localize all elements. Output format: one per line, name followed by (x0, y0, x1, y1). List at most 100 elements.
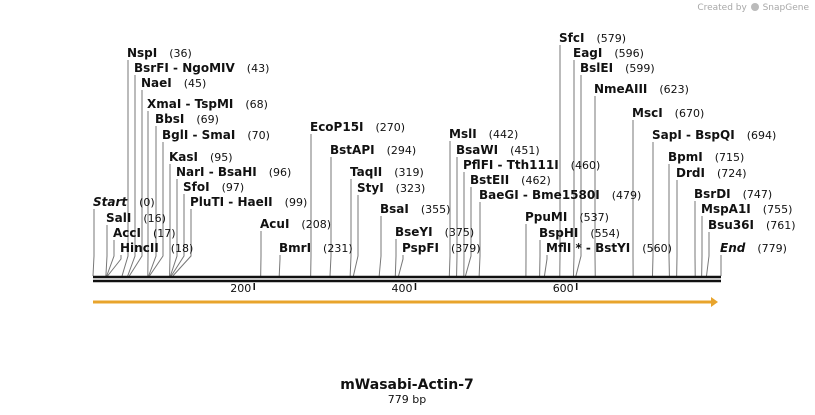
site-position: (761) (766, 219, 796, 232)
site-position: (16) (143, 212, 166, 225)
enzyme-name: SfoI (183, 180, 210, 194)
site-label: EcoP15I (270) (310, 120, 405, 134)
leader-line (464, 187, 472, 277)
credit-brand: SnapGene (762, 3, 809, 13)
enzyme-name: BsrFI - NgoMIV (134, 61, 235, 75)
site-label: SapI - BspQI (694) (652, 128, 776, 142)
enzyme-name: NarI - BsaHI (176, 165, 257, 179)
enzyme-name: HincII (120, 241, 159, 255)
site-position: (96) (269, 166, 292, 179)
site-position: (375) (445, 226, 475, 239)
site-position: (17) (153, 227, 176, 240)
site-label: SfcI(579) (559, 31, 626, 45)
site-label: NarI - BsaHI (96) (176, 165, 291, 179)
enzyme-name: End (720, 241, 746, 255)
site-position: (554) (590, 227, 620, 240)
site-label: BsaWI (451) (456, 143, 540, 157)
enzyme-name: BslEI (580, 61, 613, 75)
site-label: BsrFI - NgoMIV (43) (134, 61, 269, 75)
enzyme-name: NaeI (141, 76, 172, 90)
map-title: mWasabi-Actin-7 (340, 377, 474, 393)
leader-line (349, 179, 352, 277)
site-label: KasI(95) (169, 150, 233, 164)
site-position: (43) (247, 62, 270, 75)
site-label: BspHI(554) (539, 226, 620, 240)
site-label: EagI(596) (573, 46, 644, 60)
site-position: (747) (743, 188, 773, 201)
site-position: (231) (323, 242, 353, 255)
site-position: (623) (659, 83, 689, 96)
site-position: (45) (184, 77, 207, 90)
site-position: (479) (612, 189, 642, 202)
site-label: AcuI(208) (260, 217, 331, 231)
enzyme-name: BsaWI (456, 143, 498, 157)
leader-line (398, 255, 404, 277)
leader-line (172, 209, 192, 277)
leader-line (651, 142, 654, 277)
site-label: TaqII (319) (350, 165, 424, 179)
enzyme-name: PspFI (402, 241, 439, 255)
site-position: (18) (171, 242, 194, 255)
site-position: (462) (521, 174, 551, 187)
enzyme-name: SapI - BspQI (652, 128, 735, 142)
leader-line (148, 126, 157, 277)
site-position: (451) (510, 144, 540, 157)
site-position: (0) (139, 196, 155, 209)
leader-line (572, 60, 575, 277)
site-position: (270) (376, 121, 406, 134)
site-label: NmeAIII (623) (594, 82, 689, 96)
site-position: (694) (747, 129, 777, 142)
enzyme-name: TaqII (350, 165, 382, 179)
site-position: (294) (387, 144, 417, 157)
enzyme-name: MflI * - BstYI (546, 241, 630, 255)
site-position: (97) (222, 181, 245, 194)
site-label: DrdI (724) (676, 166, 747, 180)
site-position: (68) (245, 98, 268, 111)
site-label: MflI * - BstYI (560) (546, 241, 672, 255)
enzyme-name: BpmI (668, 150, 703, 164)
site-label: PpuMI(537) (525, 210, 609, 224)
site-label: HincII (18) (120, 241, 193, 255)
site-label: NspI(36) (127, 46, 192, 60)
site-position: (755) (763, 203, 793, 216)
site-position: (560) (642, 242, 672, 255)
site-position: (724) (717, 167, 747, 180)
leader-line (127, 75, 136, 277)
enzyme-name: PluTI - HaeII (190, 195, 273, 209)
site-position: (319) (394, 166, 424, 179)
enzyme-name: XmaI - TspMI (147, 97, 233, 111)
enzyme-name: BmrI (279, 241, 311, 255)
enzyme-name: BsaI (380, 202, 409, 216)
enzyme-name: Start (93, 195, 128, 209)
leader-line (149, 142, 164, 277)
map-length: 779 bp (388, 393, 426, 406)
ruler-tick-label: 600 (553, 282, 574, 295)
leader-line (92, 209, 95, 277)
site-label: PspFI (379) (402, 241, 481, 255)
enzyme-name: DrdI (676, 166, 705, 180)
site-label: NaeI (45) (141, 76, 206, 90)
enzyme-name: KasI (169, 150, 198, 164)
site-position: (355) (421, 203, 451, 216)
enzyme-name: EagI (573, 46, 602, 60)
leader-line (378, 216, 382, 277)
site-position: (69) (196, 113, 219, 126)
enzyme-name: EcoP15I (310, 120, 364, 134)
site-position: (670) (675, 107, 705, 120)
enzyme-name: NmeAIII (594, 82, 647, 96)
leader-line (394, 239, 397, 277)
site-position: (599) (625, 62, 655, 75)
leader-line (575, 75, 582, 277)
credit: Created by SnapGene (697, 3, 809, 13)
enzyme-name: BseYI (395, 225, 433, 239)
enzyme-name: BbsI (155, 112, 184, 126)
enzyme-name: PflFI - Tth111I (463, 158, 559, 172)
enzyme-name: MscI (632, 106, 663, 120)
site-label: BstEII(462) (470, 173, 551, 187)
site-label: BmrI (231) (279, 241, 353, 255)
feature-arrow (93, 297, 718, 307)
leader-line (543, 255, 548, 277)
site-position: (379) (451, 242, 481, 255)
leader-line (128, 90, 143, 277)
leader-line (169, 179, 178, 277)
